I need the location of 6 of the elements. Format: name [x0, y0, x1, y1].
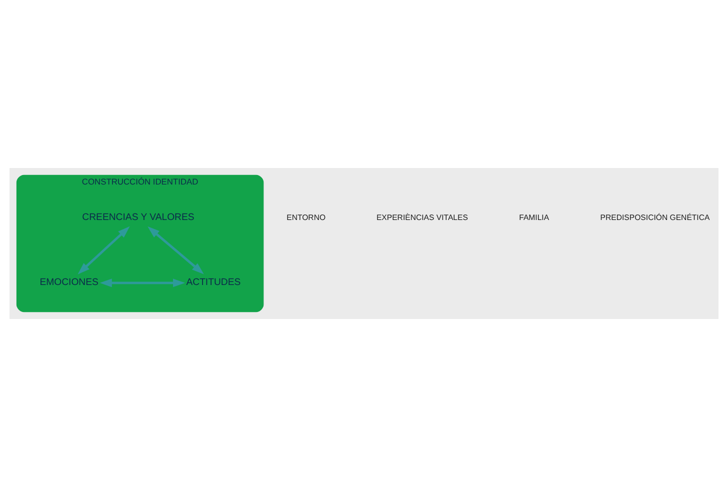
- arrow: [148, 226, 204, 274]
- node-text: CREENCIAS Y VALORES: [82, 212, 194, 224]
- node-text: ACTITUDES: [186, 277, 241, 288]
- arrow: [100, 278, 186, 288]
- node-text: EMOCIONES: [40, 277, 98, 288]
- arrow: [78, 226, 130, 274]
